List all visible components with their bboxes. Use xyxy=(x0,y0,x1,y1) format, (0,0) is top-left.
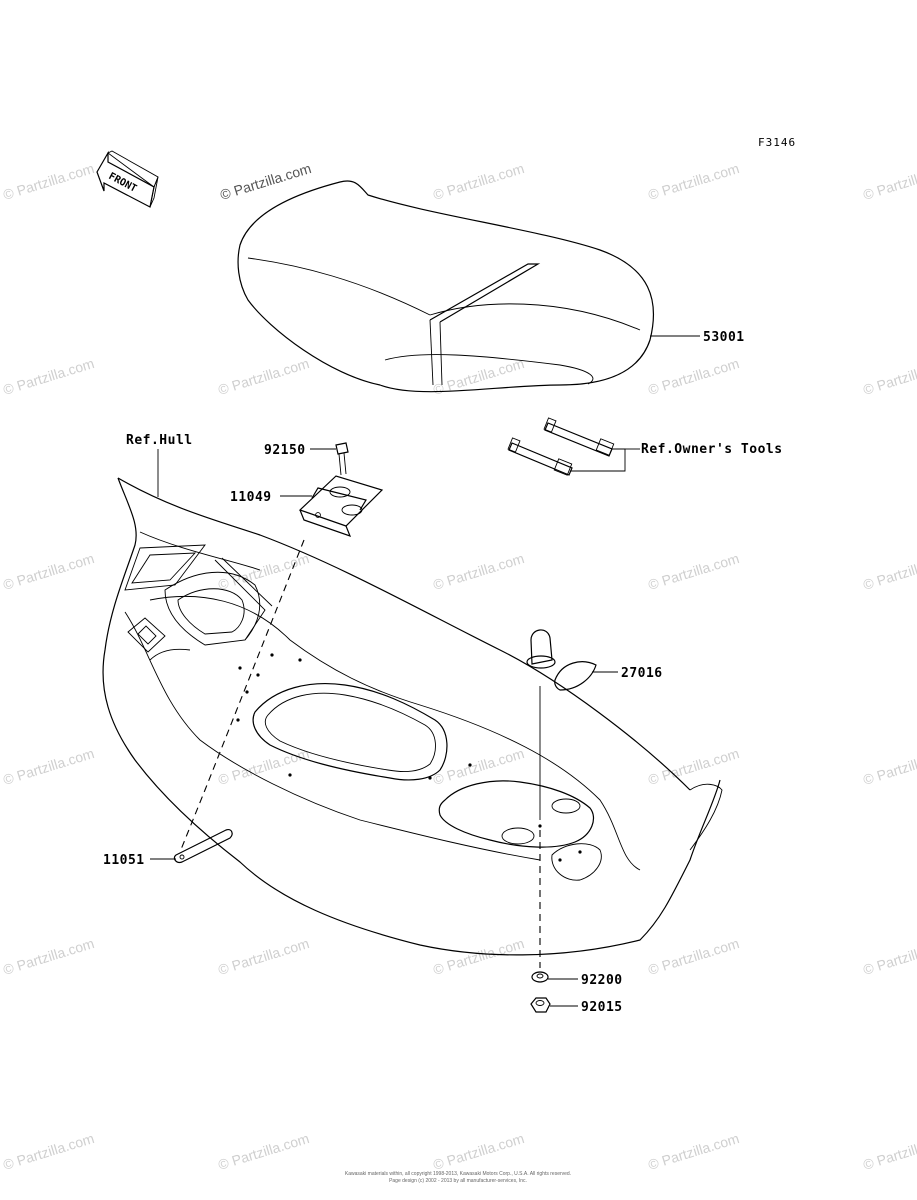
watermark: © Partzilla.com xyxy=(216,550,311,593)
watermark: © Partzilla.com xyxy=(216,935,311,978)
front-arrow-icon: FRONT xyxy=(96,150,159,208)
watermark: © Partzilla.com xyxy=(861,1130,917,1173)
washer-part xyxy=(531,971,549,983)
watermark: © Partzilla.com xyxy=(646,160,741,203)
bracket-part xyxy=(298,475,384,537)
owners-tools-part xyxy=(507,417,615,476)
nut-part xyxy=(530,997,551,1013)
part-number-53001: 53001 xyxy=(703,330,745,345)
watermark: © Partzilla.com xyxy=(1,355,96,398)
copyright-line-2: Page design (c) 2002 - 2013 by all manuf… xyxy=(389,1178,527,1184)
seat-part xyxy=(237,180,655,393)
watermark: © Partzilla.com xyxy=(646,935,741,978)
watermark: © Partzilla.com xyxy=(646,355,741,398)
watermark: © Partzilla.com xyxy=(216,745,311,788)
ref-hull-label: Ref.Hull xyxy=(126,433,193,448)
watermark: © Partzilla.com xyxy=(646,1130,741,1173)
watermark: © Partzilla.com xyxy=(1,1130,96,1173)
watermark: © Partzilla.com xyxy=(431,935,526,978)
ref-owners-tools-label: Ref.Owner's Tools xyxy=(641,442,783,457)
watermark: © Partzilla.com xyxy=(646,745,741,788)
watermark: © Partzilla.com xyxy=(861,745,917,788)
watermark: © Partzilla.com xyxy=(431,160,526,203)
watermark-main: © Partzilla.com xyxy=(218,160,313,203)
watermark: © Partzilla.com xyxy=(1,550,96,593)
watermark-grid: © Partzilla.com © Partzilla.com © Partzill… xyxy=(1,160,917,1173)
watermark: © Partzilla.com xyxy=(1,160,96,203)
watermark: © Partzilla.com xyxy=(431,550,526,593)
leader-lines xyxy=(150,335,700,1007)
bolt-part xyxy=(335,442,349,476)
part-number-11051: 11051 xyxy=(103,853,145,868)
copyright-line-1: Kawasaki materials within, all copyright… xyxy=(345,1171,571,1177)
strap-part xyxy=(173,829,233,863)
part-number-27016: 27016 xyxy=(621,666,663,681)
watermark: © Partzilla.com xyxy=(216,1130,311,1173)
cap-part xyxy=(526,629,597,691)
part-number-92200: 92200 xyxy=(581,973,623,988)
part-number-92015: 92015 xyxy=(581,1000,623,1015)
watermark: © Partzilla.com xyxy=(861,935,917,978)
watermark: © Partzilla.com xyxy=(861,550,917,593)
watermark: © Partzilla.com xyxy=(861,355,917,398)
hull-part xyxy=(102,477,723,956)
figure-id: F3146 xyxy=(758,136,796,149)
mounting-holes xyxy=(236,653,582,862)
part-number-11049: 11049 xyxy=(230,490,272,505)
watermark: © Partzilla.com xyxy=(646,550,741,593)
front-label: FRONT xyxy=(107,171,139,195)
watermark: © Partzilla.com xyxy=(216,355,311,398)
watermark: © Partzilla.com xyxy=(431,1130,526,1173)
watermark: © Partzilla.com xyxy=(1,745,96,788)
part-number-92150: 92150 xyxy=(264,443,306,458)
watermark: © Partzilla.com xyxy=(1,935,96,978)
strap-assembly-line xyxy=(179,539,305,853)
watermark: © Partzilla.com xyxy=(861,160,917,203)
